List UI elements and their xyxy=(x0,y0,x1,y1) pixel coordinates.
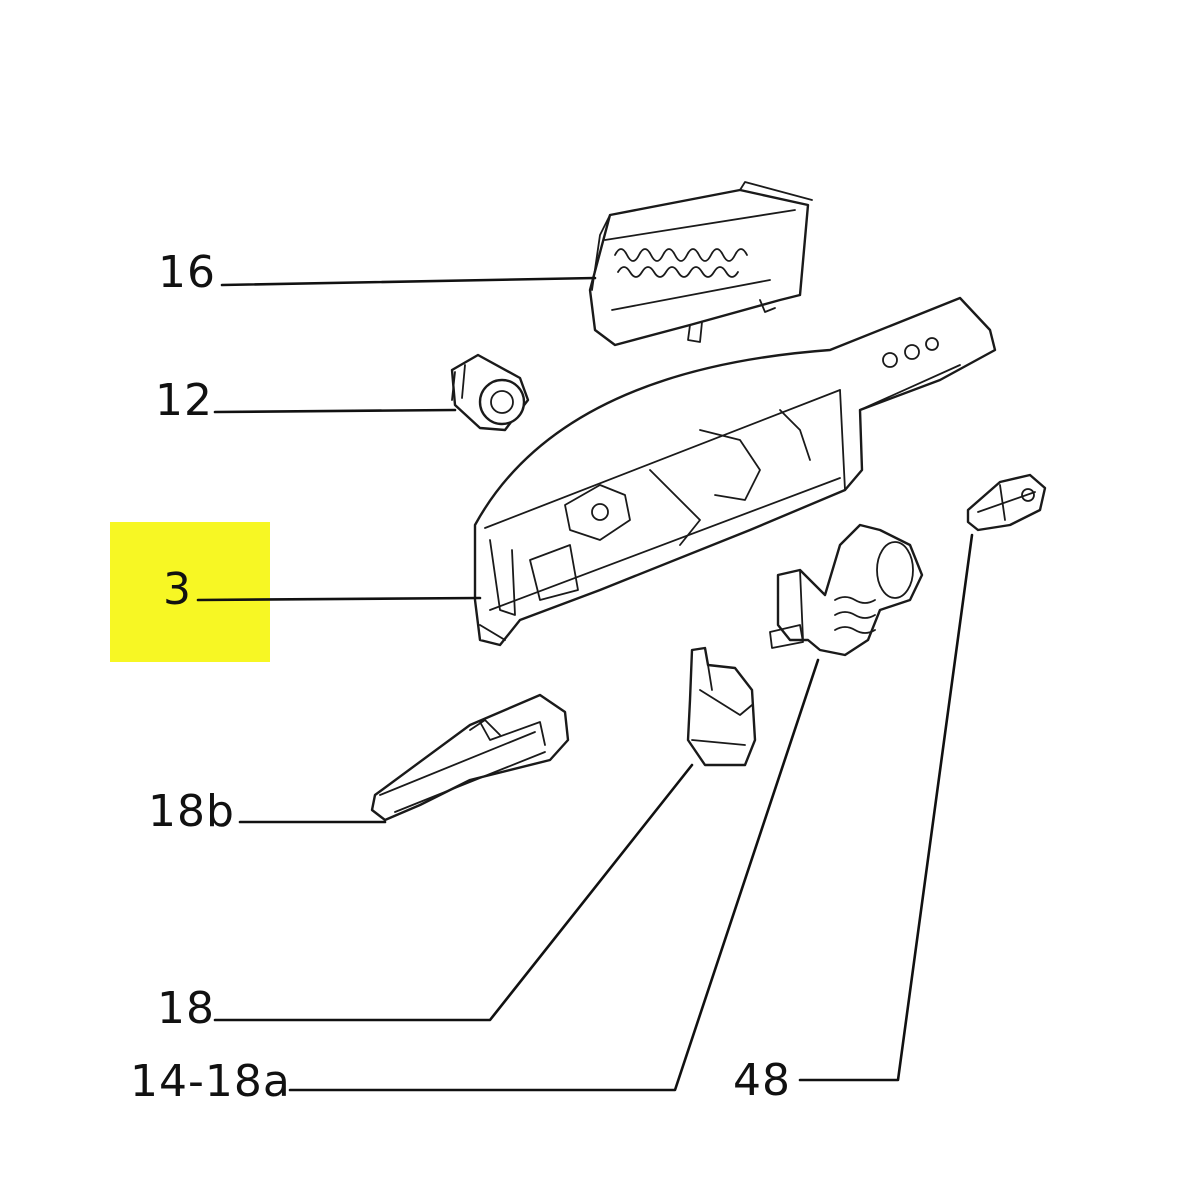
label-12: 12 xyxy=(155,375,213,426)
part-14-18a-valve[interactable] xyxy=(769,523,924,657)
label-18: 18 xyxy=(157,983,215,1034)
label-14-18a: 14-18a xyxy=(130,1056,291,1107)
highlight-box xyxy=(110,522,270,662)
label-48: 48 xyxy=(733,1055,791,1106)
part-18b-slider[interactable] xyxy=(370,693,570,822)
part-18-cam[interactable] xyxy=(686,646,757,767)
leader-16 xyxy=(220,276,597,287)
part-48-plug[interactable] xyxy=(966,473,1047,532)
leader-3 xyxy=(196,596,482,602)
leader-12 xyxy=(213,408,457,414)
part-3-housing[interactable] xyxy=(473,296,997,647)
leader-48 xyxy=(798,533,974,1082)
part-12-knob[interactable] xyxy=(450,353,530,432)
leader-14-18a xyxy=(288,658,820,1092)
label-16: 16 xyxy=(158,247,216,298)
leader-18 xyxy=(213,763,694,1022)
label-3: 3 xyxy=(163,564,192,615)
part-16-grille[interactable] xyxy=(588,181,813,347)
label-18b: 18b xyxy=(148,786,235,837)
